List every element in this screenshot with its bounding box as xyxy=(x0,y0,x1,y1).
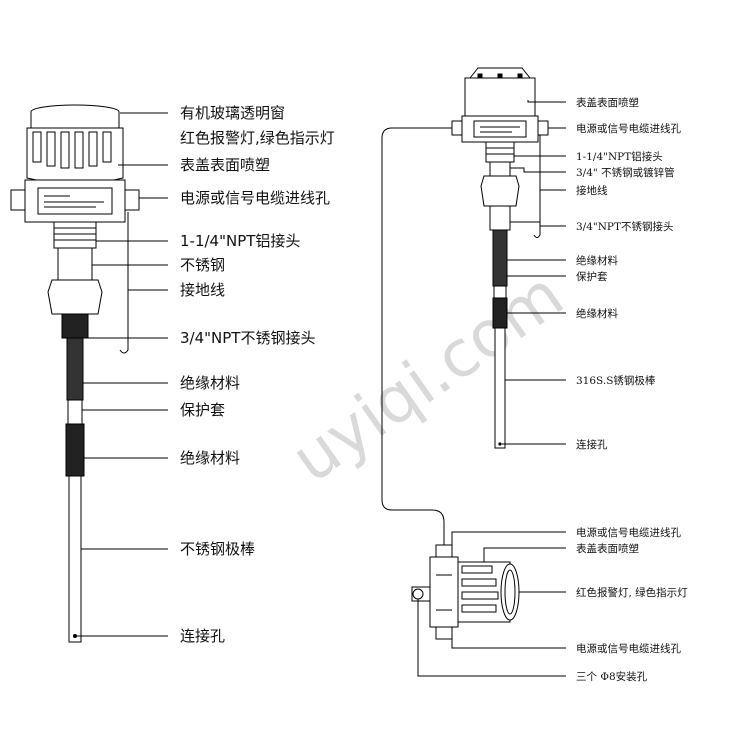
r-label-indicator-lights: 红色报警灯, 绿色指示灯 xyxy=(576,586,688,599)
right-leader-lines xyxy=(417,100,566,677)
r-label-cable-entry: 电源或信号电缆进线孔 xyxy=(576,122,681,135)
r-label-remote-cover-coating: 表盖表面喷塑 xyxy=(576,542,639,555)
r-label-pipe: 3/4" 不锈钢或镀锌管 xyxy=(576,166,675,179)
r-label-electrode-rod: 316S.S锈钢极棒 xyxy=(576,374,656,387)
r-label-npt-aluminum: 1-1/4"NPT铝接头 xyxy=(576,150,663,163)
left-leader-lines xyxy=(77,112,168,637)
left-probe-drawing xyxy=(10,104,140,643)
label-insulation-1: 绝缘材料 xyxy=(180,374,240,392)
r-label-cover-coating: 表盖表面喷塑 xyxy=(576,96,639,109)
r-label-remote-cable-entry-top: 电源或信号电缆进线孔 xyxy=(576,526,681,539)
left-labels: 有机玻璃透明窗 红色报警灯,绿色指示灯 表盖表面喷塑 电源或信号电缆进线孔 1-… xyxy=(180,104,335,645)
label-connection-hole: 连接孔 xyxy=(180,627,225,645)
label-npt-stainless: 3/4"NPT不锈钢接头 xyxy=(180,329,315,347)
r-label-sheath: 保护套 xyxy=(576,270,608,283)
watermark: uyiqi.com xyxy=(279,258,577,497)
label-cable-entry: 电源或信号电缆进线孔 xyxy=(180,189,330,207)
label-indicator-lights: 红色报警灯,绿色指示灯 xyxy=(180,129,335,147)
label-stainless: 不锈钢 xyxy=(180,256,225,274)
label-npt-aluminum: 1-1/4"NPT铝接头 xyxy=(180,232,300,250)
label-ground-wire: 接地线 xyxy=(180,281,225,299)
r-label-insulation-1: 绝缘材料 xyxy=(576,254,618,267)
r-label-connection-hole: 连接孔 xyxy=(576,438,608,451)
label-insulation-2: 绝缘材料 xyxy=(180,449,240,467)
r-label-remote-cable-entry-bottom: 电源或信号电缆进线孔 xyxy=(576,642,681,655)
right-labels: 表盖表面喷塑 电源或信号电缆进线孔 1-1/4"NPT铝接头 3/4" 不锈钢或… xyxy=(576,96,688,683)
r-label-npt-stainless: 3/4"NPT不锈钢接头 xyxy=(576,220,673,233)
r-label-insulation-2: 绝缘材料 xyxy=(576,307,618,320)
right-probe-drawing xyxy=(381,67,549,640)
label-electrode-rod: 不锈钢极棒 xyxy=(180,540,255,558)
label-sheath: 保护套 xyxy=(180,401,225,419)
label-cover-coating: 表盖表面喷塑 xyxy=(180,156,270,174)
r-label-ground-wire: 接地线 xyxy=(576,184,608,197)
label-window: 有机玻璃透明窗 xyxy=(180,104,285,122)
r-label-mounting-holes: 三个 Φ8安装孔 xyxy=(576,670,648,683)
